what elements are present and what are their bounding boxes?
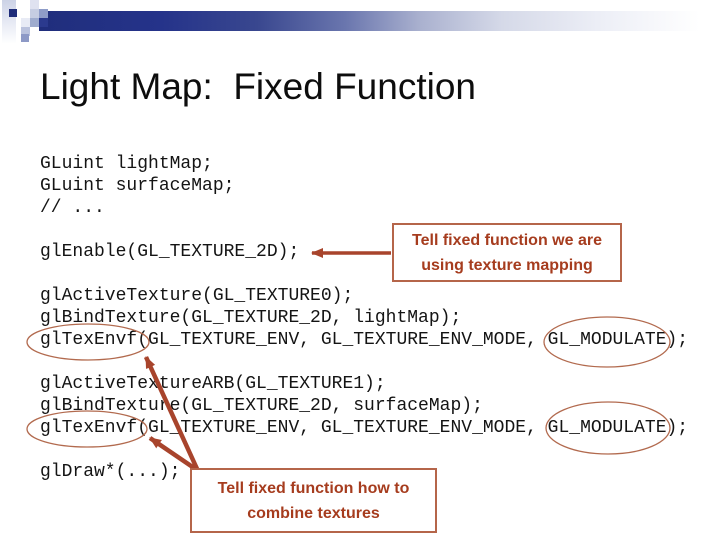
code-line: GLuint lightMap; [40,154,213,174]
callout-texture-mapping: Tell fixed function we are using texture… [392,223,622,282]
callout-text-line: Tell fixed function we are [412,231,602,249]
deco-square [21,18,30,27]
deco-square [30,0,39,9]
code-block: GLuint lightMap; GLuint surfaceMap; // .… [40,153,688,483]
deco-square [30,9,39,18]
code-line: // ... [40,198,105,218]
deco-square [21,27,30,36]
code-line: glEnable(GL_TEXTURE_2D); [40,242,300,262]
deco-square [30,18,39,27]
code-line: glTexEnvf(GL_TEXTURE_ENV, GL_TEXTURE_ENV… [40,330,689,350]
code-line: glBindTexture(GL_TEXTURE_2D, surfaceMap)… [40,396,483,416]
code-line: glActiveTexture(GL_TEXTURE0); [40,286,354,306]
deco-square [39,9,48,18]
code-line: glActiveTextureARB(GL_TEXTURE1); [40,374,386,394]
code-line: glTexEnvf(GL_TEXTURE_ENV, GL_TEXTURE_ENV… [40,418,689,438]
header-horizontal-gradient-bar [39,11,720,31]
deco-square [21,34,29,42]
code-line: GLuint surfaceMap; [40,176,235,196]
deco-square [39,18,48,27]
code-line: glBindTexture(GL_TEXTURE_2D, lightMap); [40,308,462,328]
callout-combine-textures: Tell fixed function how to combine textu… [190,468,437,533]
deco-square-dark [9,9,17,17]
callout-text-line: combine textures [247,504,380,522]
callout-text-line: Tell fixed function how to [217,479,410,497]
header-vertical-gradient-bar [2,0,16,44]
code-line [40,439,688,461]
callout-text-line: using texture mapping [421,256,593,274]
slide-title: Light Map: Fixed Function [40,66,476,107]
code-line [40,351,688,373]
